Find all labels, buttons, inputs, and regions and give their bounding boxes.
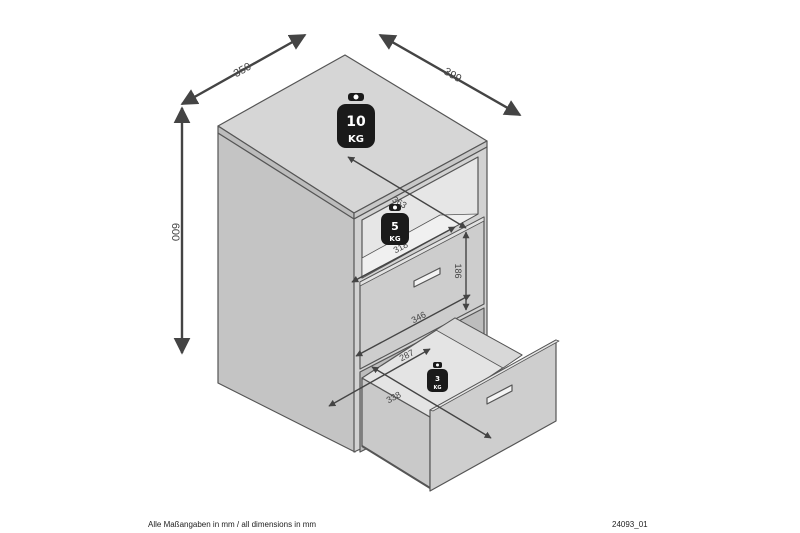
- svg-text:10: 10: [346, 114, 366, 130]
- depth-label: 399: [442, 66, 464, 86]
- svg-text:KG: KG: [348, 134, 364, 145]
- weight-3kg-icon: 3 KG: [427, 362, 448, 392]
- shelf-width-line: [351, 226, 456, 283]
- inner-dimensions: [328, 156, 492, 439]
- svg-text:5: 5: [391, 220, 399, 233]
- svg-text:KG: KG: [434, 385, 442, 391]
- svg-text:KG: KG: [389, 235, 400, 243]
- weight-5kg-icon: 5 KG: [381, 204, 409, 245]
- dimensions-note: Alle Maßangaben in mm / all dimensions i…: [148, 520, 317, 529]
- drawer-inner-width-line: [328, 348, 431, 407]
- overall-dimensions: [173, 33, 522, 355]
- depth-dimension-line: [378, 33, 522, 117]
- drawer-width-line: [355, 294, 471, 357]
- height-label: 600: [169, 223, 181, 241]
- svg-text:3: 3: [435, 375, 440, 383]
- drawer-runner: [361, 445, 431, 489]
- width-label: 350: [232, 61, 254, 80]
- shelf-depth-line: [347, 156, 467, 229]
- drawing-code: 24093_01: [612, 520, 648, 529]
- weight-10kg-icon: 10 KG: [337, 93, 375, 148]
- drawer-height-label: 186: [453, 263, 463, 278]
- width-dimension-line: [180, 33, 307, 106]
